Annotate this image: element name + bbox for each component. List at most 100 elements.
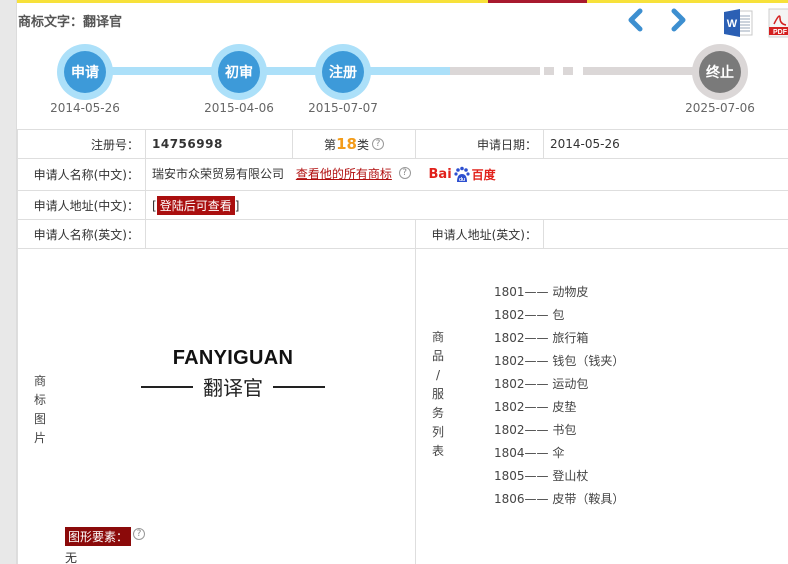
step-label: 初审 (218, 51, 260, 93)
help-icon[interactable]: ? (371, 138, 384, 150)
export-pdf-button[interactable]: PDF (768, 8, 788, 38)
step-label: 注册 (322, 51, 364, 93)
list-item: 1802—— 皮垫 (494, 400, 577, 414)
step-label: 申请 (64, 51, 106, 93)
baidu-search-link[interactable]: Bai du 百度 (429, 166, 496, 184)
trademark-logo: FANYIGUAN 翻译官 (133, 347, 333, 401)
apply-date-value: 2014-05-26 (543, 129, 788, 159)
bracket: [ (152, 198, 157, 213)
table-row: 商 标 图 片 FANYIGUAN 翻译官 图形要素： ? 无 商 品 / (17, 248, 788, 564)
step-date: 2015-04-06 (204, 101, 274, 115)
apply-date-label: 申请日期： (415, 129, 544, 159)
list-item: 1802—— 书包 (494, 423, 577, 437)
trademark-image-label: 商 标 图 片 (33, 372, 47, 448)
chevron-right-icon (671, 8, 686, 32)
timeline-step-preliminary: 初审 (211, 44, 267, 100)
timeline-dash (563, 67, 573, 75)
label-char: 务 (431, 406, 444, 420)
timeline-pending-line (583, 67, 703, 75)
reg-no-label: 注册号： (17, 129, 146, 159)
step-date: 2015-07-07 (308, 101, 378, 115)
table-row: 申请人名称(英文)： 申请人地址(英文)： (17, 219, 788, 249)
left-gutter (0, 0, 17, 564)
list-item: 1802—— 运动包 (494, 377, 589, 391)
timeline-dash (544, 67, 554, 75)
address-en-label: 申请人地址(英文)： (415, 219, 544, 249)
next-trademark-button[interactable] (666, 8, 690, 32)
login-to-view-button[interactable]: 登陆后可查看 (156, 195, 235, 215)
list-item: 1805—— 登山杖 (494, 469, 589, 483)
step-date: 2025-07-06 (685, 101, 755, 115)
goods-services-cell: 商 品 / 服 务 列 表 1801—— 动物皮 1802—— 包 1802——… (415, 248, 788, 564)
address-cn-cell: [登陆后可查看] (145, 190, 788, 220)
label-char: 片 (33, 431, 46, 445)
trademark-image-cell: 商 标 图 片 FANYIGUAN 翻译官 图形要素： ? 无 (17, 248, 416, 564)
logo-cn-row: 翻译官 (133, 372, 333, 401)
list-item: 1802—— 包 (494, 308, 565, 322)
label-char: 服 (431, 387, 444, 401)
list-item: 1806—— 皮带（鞍具） (494, 492, 625, 506)
label-char: 品 (431, 349, 444, 363)
chevron-left-icon (628, 8, 643, 32)
baidu-text-cn: 百度 (471, 168, 496, 183)
figure-elements-label: 图形要素： (65, 527, 132, 546)
svg-text:W: W (727, 18, 738, 30)
bracket: ] (234, 198, 240, 213)
table-row: 注册号： 14756998 第18类? 申请日期： 2014-05-26 (17, 129, 788, 159)
label-char: 商 (431, 330, 444, 344)
svg-text:du: du (459, 177, 465, 183)
top-accent-bar (17, 0, 788, 3)
address-en-value (543, 219, 788, 249)
label-char: / (435, 368, 441, 382)
figure-elements-value: 无 (65, 551, 78, 564)
word-document-icon: W (724, 9, 753, 37)
status-timeline: 申请 2014-05-26 初审 2015-04-06 注册 2015-07-0… (17, 40, 788, 122)
applicant-cn-value: 瑞安市众荣贸易有限公司 (152, 167, 285, 182)
class-suffix: 类 (356, 138, 369, 152)
export-word-button[interactable]: W (722, 7, 754, 39)
logo-rule (273, 385, 325, 388)
list-item: 1804—— 伞 (494, 446, 565, 460)
table-row: 申请人名称(中文)： 瑞安市众荣贸易有限公司 查看他的所有商标 ? Bai du… (17, 158, 788, 191)
applicant-cn-label: 申请人名称(中文)： (17, 158, 146, 191)
trademark-details-table: 注册号： 14756998 第18类? 申请日期： 2014-05-26 申请人… (17, 129, 788, 564)
prev-trademark-button[interactable] (624, 8, 648, 32)
page-title: 商标文字：翻译官 (18, 15, 123, 30)
timeline-step-apply: 申请 (57, 44, 113, 100)
class-number: 18 (336, 135, 357, 153)
applicant-en-value (145, 219, 416, 249)
list-item: 1801—— 动物皮 (494, 285, 589, 299)
timeline-progress-line (85, 67, 450, 75)
step-date: 2014-05-26 (50, 101, 120, 115)
applicant-cn-cell: 瑞安市众荣贸易有限公司 查看他的所有商标 ? Bai du 百度 (145, 158, 788, 191)
applicant-en-label: 申请人名称(英文)： (17, 219, 146, 249)
step-label: 终止 (699, 51, 741, 93)
class-prefix: 第 (324, 138, 337, 152)
help-icon[interactable]: ? (133, 528, 145, 540)
address-cn-label: 申请人地址(中文)： (17, 190, 146, 220)
timeline-step-terminated: 终止 (692, 44, 748, 100)
label-char: 标 (33, 393, 46, 407)
help-icon[interactable]: ? (398, 167, 411, 180)
table-row: 申请人地址(中文)： [登陆后可查看] (17, 190, 788, 220)
goods-services-label: 商 品 / 服 务 列 表 (431, 328, 445, 461)
goods-list: 1801—— 动物皮 1802—— 包 1802—— 旅行箱 1802—— 钱包… (494, 281, 624, 511)
class-cell: 第18类? (292, 129, 416, 159)
baidu-text: Bai (428, 167, 452, 183)
timeline-pending-line (450, 67, 540, 75)
pdf-document-icon: PDF (768, 8, 788, 38)
list-item: 1802—— 旅行箱 (494, 331, 589, 345)
list-item: 1802—— 钱包（钱夹） (494, 354, 625, 368)
top-accent-mark (488, 0, 587, 3)
view-all-trademarks-link[interactable]: 查看他的所有商标 (295, 167, 392, 182)
label-char: 列 (431, 425, 444, 439)
label-char: 表 (431, 444, 444, 458)
logo-text-en: FANYIGUAN (172, 347, 294, 369)
timeline-step-registered: 注册 (315, 44, 371, 100)
label-char: 图 (33, 412, 46, 426)
reg-no-value: 14756998 (145, 129, 293, 159)
logo-text-cn: 翻译官 (203, 376, 263, 400)
label-char: 商 (33, 374, 46, 388)
baidu-paw-icon: du (454, 166, 470, 183)
svg-text:PDF: PDF (773, 29, 788, 36)
